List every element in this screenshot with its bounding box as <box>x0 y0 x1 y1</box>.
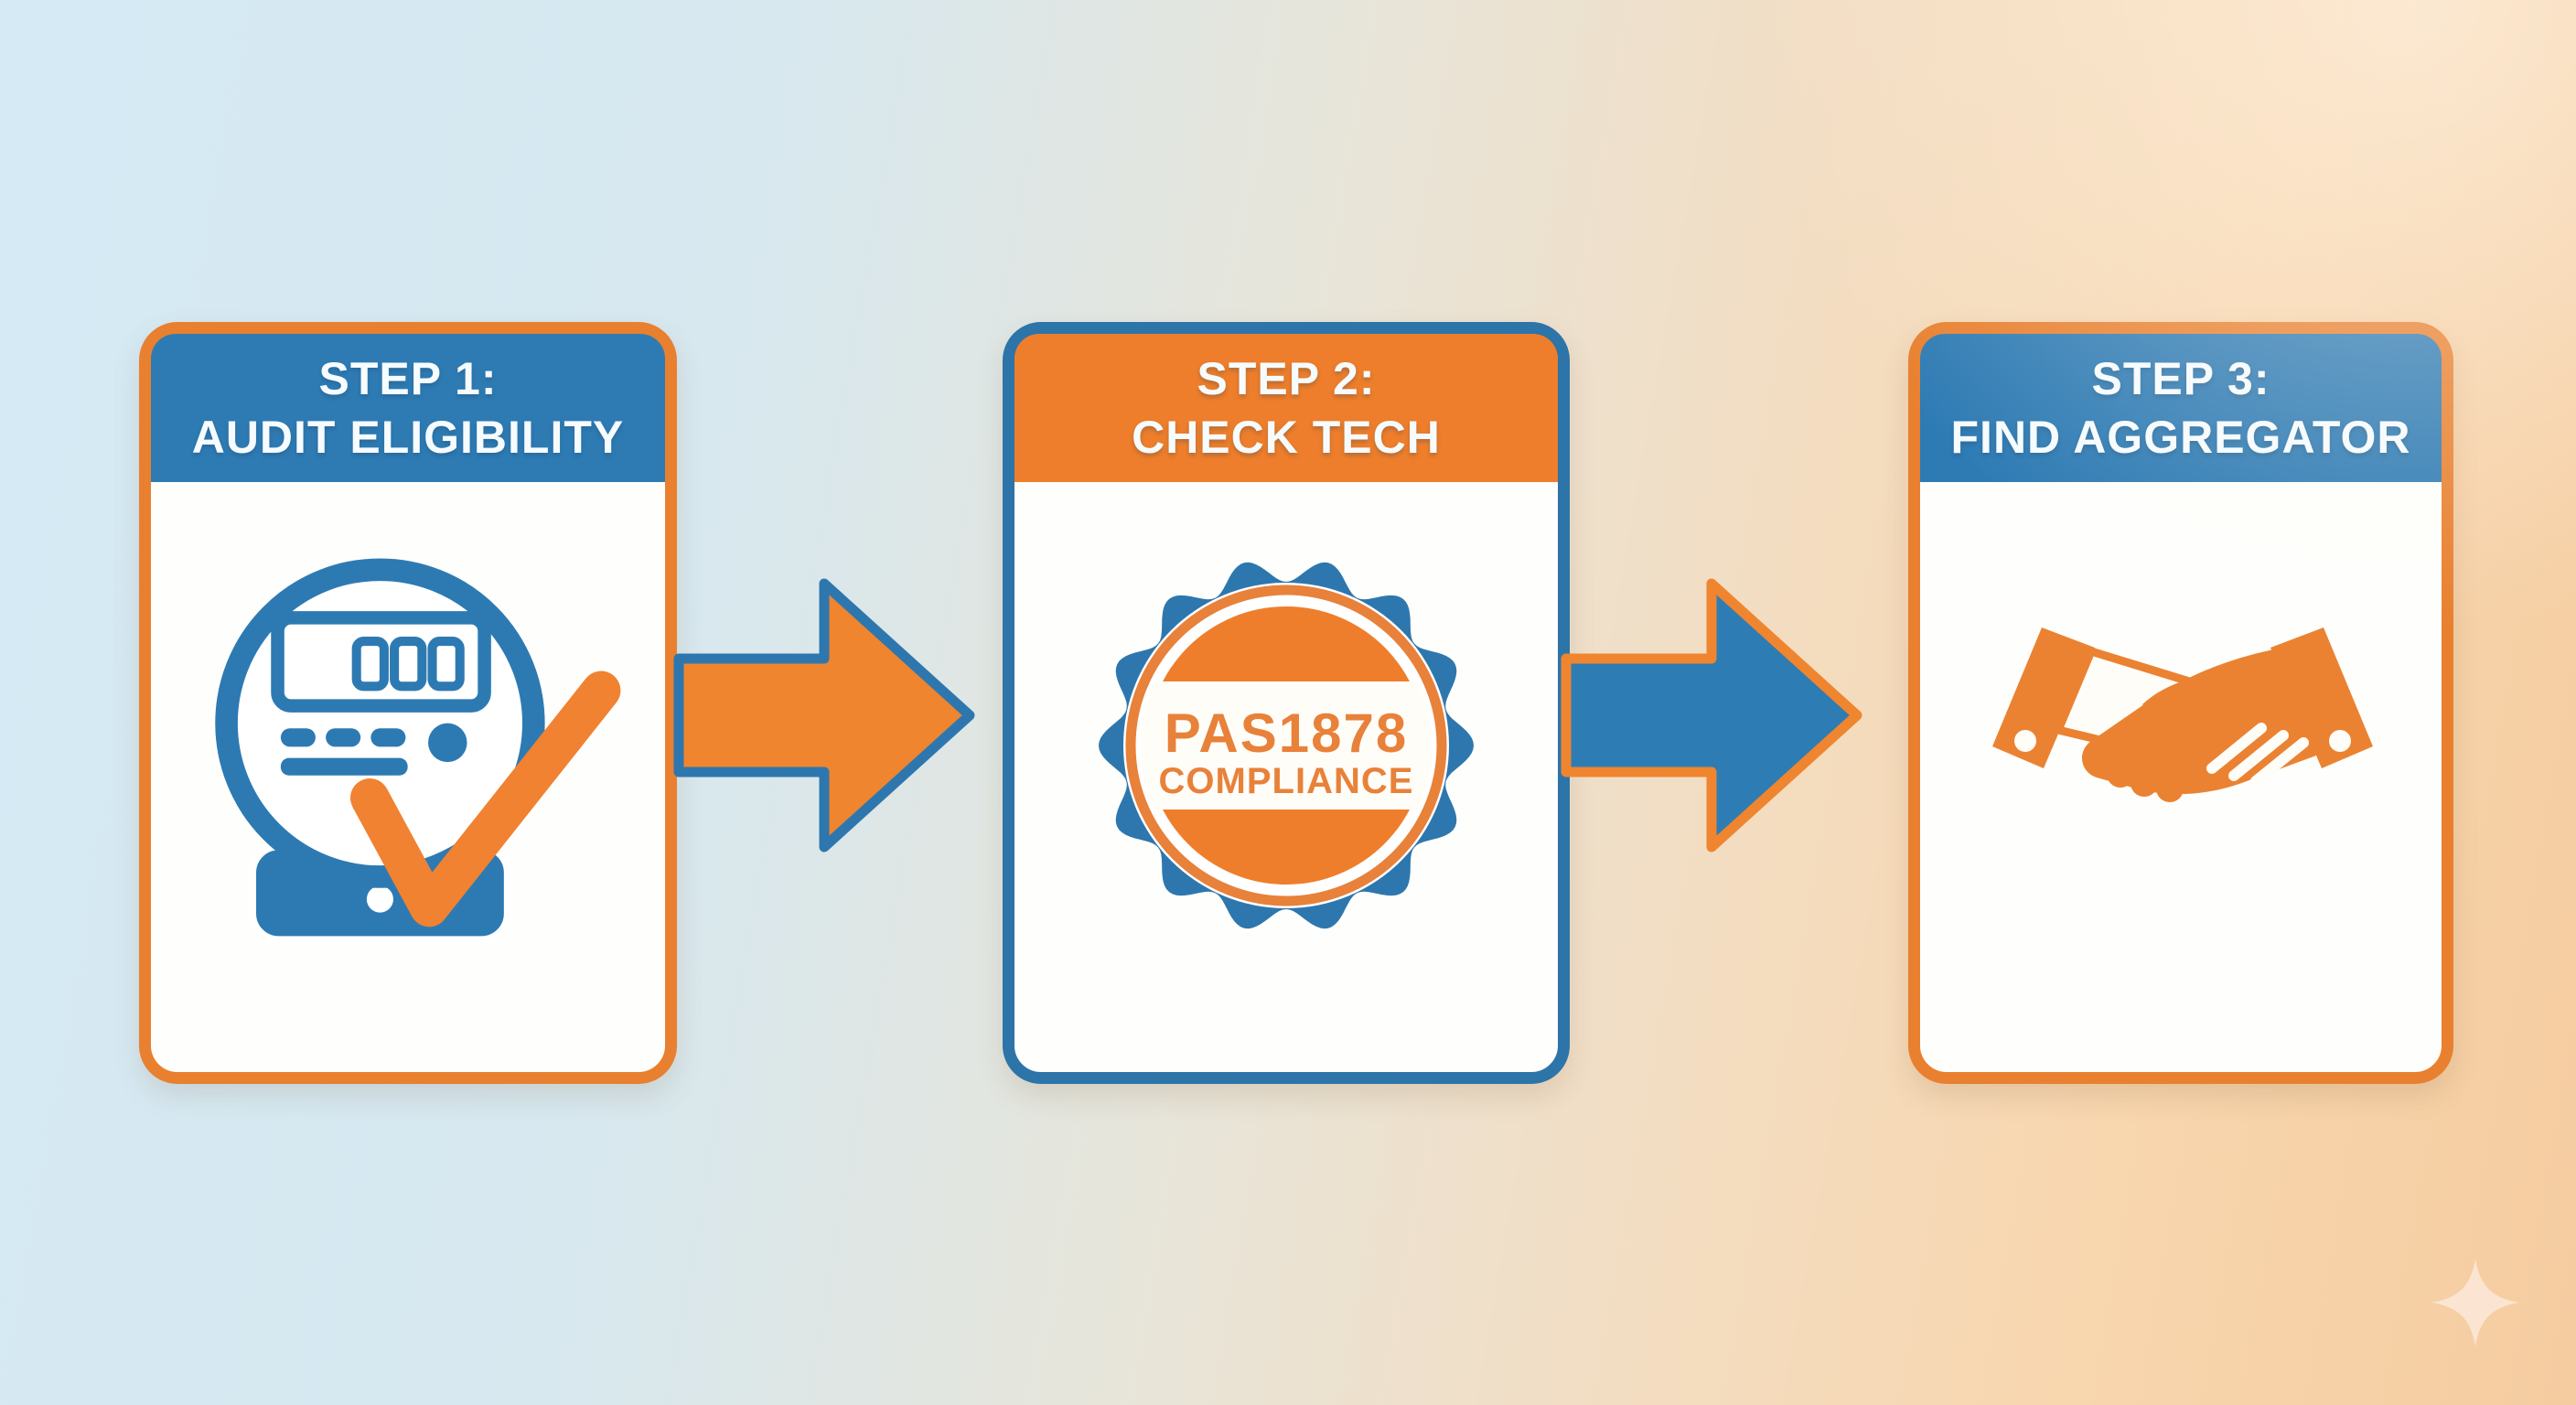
step-2-title-line1: STEP 2: <box>1197 353 1376 404</box>
step-3-title-line1: STEP 3: <box>2091 353 2270 404</box>
step-1-card: STEP 1: AUDIT ELIGIBILITY <box>139 322 677 1084</box>
arrow-right-icon <box>673 578 975 853</box>
step-1-title-line2: AUDIT ELIGIBILITY <box>191 412 625 463</box>
sparkle-star-icon <box>2431 1259 2519 1346</box>
step-3-body <box>1920 482 2442 1072</box>
arrow-right-icon <box>1561 578 1862 853</box>
handshake-icon <box>1992 627 2373 802</box>
step-3-title-line2: FIND AGGREGATOR <box>1950 412 2411 463</box>
step-2-card: STEP 2: CHECK TECH PAS1878 <box>1003 322 1570 1084</box>
step-3-header: STEP 3: FIND AGGREGATOR <box>1920 334 2442 482</box>
badge-text-line2: COMPLIANCE <box>1159 761 1414 801</box>
pas1878-compliance-badge-icon: PAS1878 COMPLIANCE <box>1099 562 1474 929</box>
step-2-title-line2: CHECK TECH <box>1132 412 1441 463</box>
step-1-body <box>151 482 665 1072</box>
step-2-body: PAS1878 COMPLIANCE <box>1014 482 1558 1072</box>
step-1-header: STEP 1: AUDIT ELIGIBILITY <box>151 334 665 482</box>
step-3-card: STEP 3: FIND AGGREGATOR <box>1908 322 2453 1084</box>
step-2-header: STEP 2: CHECK TECH <box>1014 334 1558 482</box>
step-1-title-line1: STEP 1: <box>318 353 498 404</box>
smart-meter-check-icon <box>215 558 621 945</box>
badge-text-line1: PAS1878 <box>1165 702 1408 764</box>
